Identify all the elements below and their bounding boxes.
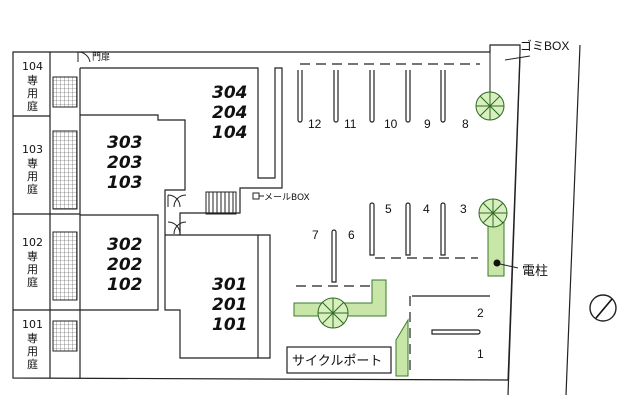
garden-fence-101 [52, 320, 78, 352]
unit-number: 203 [107, 153, 143, 173]
unit-number: 303 [107, 133, 143, 153]
gate-icon [77, 51, 91, 63]
parking-number: 3 [460, 202, 467, 216]
parking-divider [440, 70, 446, 123]
planter [293, 279, 387, 317]
parking-divider [440, 202, 446, 256]
planter [395, 318, 409, 377]
tree-icon [317, 297, 349, 329]
garden-char: 庭 [27, 182, 38, 196]
garden-char: 専 [27, 157, 38, 170]
unit-block-302-202-102: 302 202 102 [107, 235, 143, 295]
parking-number: 10 [384, 117, 398, 131]
parking-number: 12 [308, 117, 322, 131]
garden-char: 専 [27, 332, 38, 345]
unit-number: 201 [212, 295, 248, 315]
unit-number: 304 [212, 83, 248, 103]
garden-fence-103 [52, 130, 78, 210]
garden-char: 専 [27, 74, 38, 87]
cycle-port-box [286, 346, 392, 374]
garden-room-number: 103 [22, 143, 43, 156]
unit-number: 104 [212, 123, 248, 143]
garden-101: 101 専 用 庭 [22, 318, 43, 371]
parking-number: 9 [424, 117, 431, 131]
parking-divider [333, 70, 339, 123]
parking-divider [431, 329, 481, 335]
unit-number: 301 [212, 275, 248, 295]
parking-number: 1 [477, 347, 484, 361]
utility-pole-label: 電柱 [522, 263, 548, 278]
unit-number: 103 [107, 173, 143, 193]
parking-divider [405, 70, 411, 123]
garden-char: 庭 [27, 275, 38, 289]
unit-number: 202 [107, 255, 143, 275]
garden-char: 用 [27, 345, 38, 358]
building-outline [79, 67, 283, 378]
garden-char: 用 [27, 87, 38, 100]
compass-icon [589, 294, 617, 322]
cycle-port-label: サイクルポート [292, 353, 382, 368]
door-swing [167, 221, 181, 235]
unit-block-301-201-101: 301 201 101 [212, 275, 248, 335]
mailbox-icon [252, 192, 260, 200]
utility-pole-icon [493, 259, 501, 267]
garden-102: 102 専 用 庭 [22, 236, 43, 289]
door-swing [167, 194, 181, 208]
parking-number: 5 [385, 202, 392, 216]
parking-divider [405, 202, 411, 256]
unit-number: 302 [107, 235, 143, 255]
door-swing [173, 194, 187, 208]
utility-pole-leader [499, 263, 519, 269]
garden-104: 104 専 用 庭 [22, 60, 43, 113]
garden-char: 庭 [27, 99, 38, 113]
parking-divider [297, 70, 303, 123]
unit-number: 102 [107, 275, 143, 295]
tree-icon [475, 52, 505, 121]
garden-char: 用 [27, 263, 38, 276]
trash-box-label: ゴミBOX [520, 38, 569, 53]
mailbox-label: メールBOX [264, 193, 310, 203]
parking-divider [369, 202, 375, 256]
door-swing [173, 221, 187, 235]
site-boundary [12, 44, 521, 381]
unit-number: 101 [212, 315, 248, 335]
trash-box-leader [504, 55, 531, 61]
parking-number: 6 [348, 228, 355, 242]
parking-divider [369, 70, 375, 123]
unit-block-304-204-104: 304 204 104 [212, 83, 248, 143]
garden-fence-104 [52, 76, 78, 108]
parking-number: 7 [312, 228, 319, 242]
garden-char: 用 [27, 170, 38, 183]
garden-char: 専 [27, 250, 38, 263]
unit-number: 204 [212, 103, 248, 123]
road-edge-inner [507, 57, 521, 396]
garden-char: 庭 [27, 357, 38, 371]
garden-room-number: 101 [22, 318, 43, 331]
stairs [205, 191, 237, 215]
parking-number: 2 [477, 306, 484, 320]
garden-room-number: 102 [22, 236, 43, 249]
road-edge-outer [565, 44, 581, 396]
garden-room-number: 104 [22, 60, 43, 73]
parking-number: 4 [423, 202, 430, 216]
parking-divider [331, 229, 337, 283]
parking-number: 11 [344, 117, 357, 131]
tree-icon [478, 198, 508, 228]
garden-fence-102 [52, 231, 78, 301]
planter [487, 221, 505, 277]
unit-block-303-203-103: 303 203 103 [107, 133, 143, 193]
garden-103: 103 専 用 庭 [22, 143, 43, 196]
gate-label: 門扉 [92, 51, 110, 63]
parking-number: 8 [462, 117, 469, 131]
